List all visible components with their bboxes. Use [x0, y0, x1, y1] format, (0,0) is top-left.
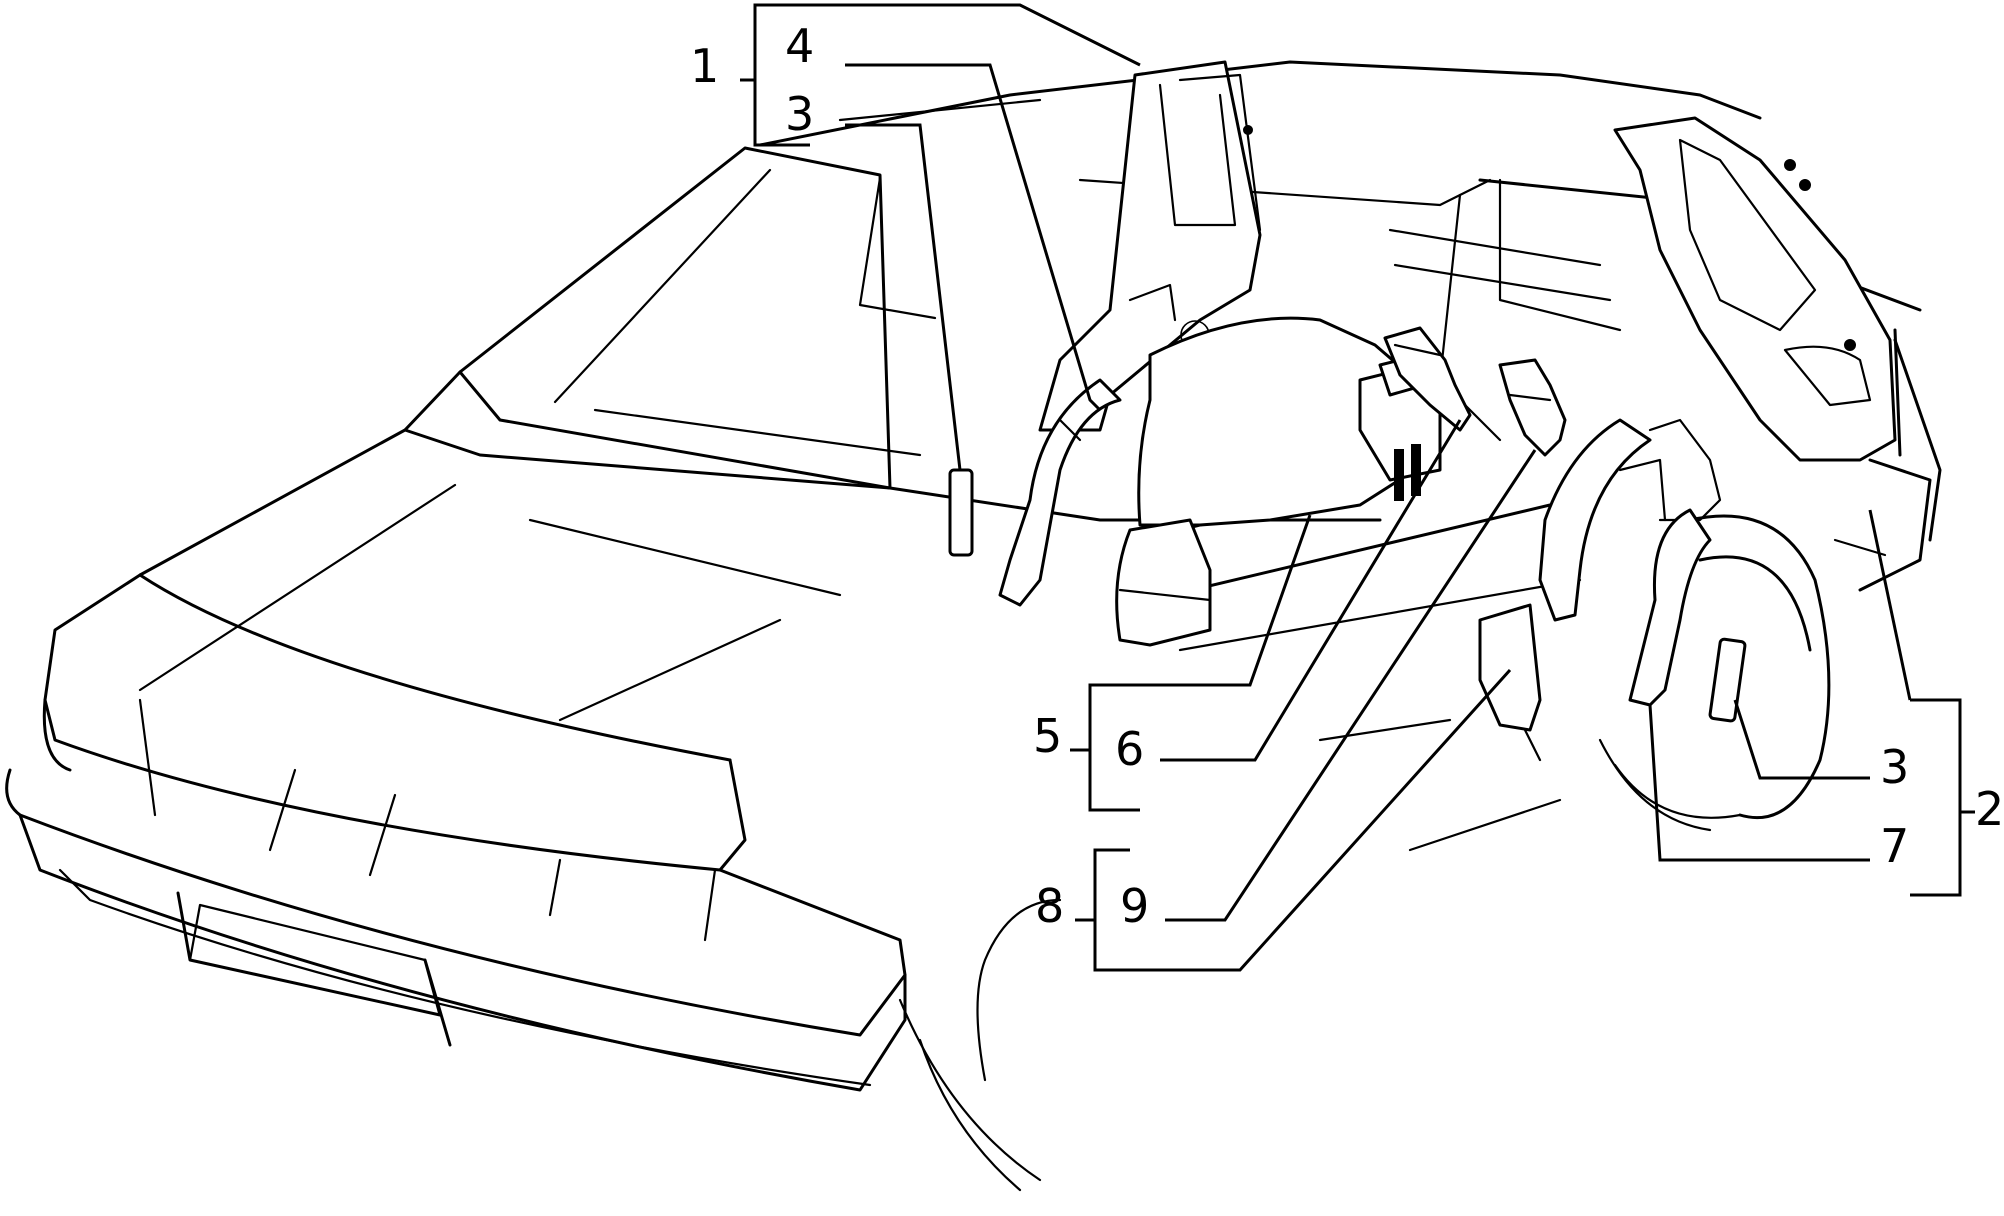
- hood: [138, 573, 732, 762]
- callout-8: 8: [1035, 879, 1064, 933]
- callout-3-top: 3: [785, 87, 814, 141]
- wheelhouse-part: [1115, 316, 1442, 647]
- license-plate: [176, 891, 452, 1047]
- callout-6: 6: [1115, 722, 1144, 776]
- callout-3-right: 3: [1880, 740, 1909, 794]
- leader-lines: [740, 3, 1975, 972]
- reinforcement-plate-3-front: [948, 468, 974, 557]
- callout-5: 5: [1033, 709, 1062, 763]
- bracket-part-9: [1498, 358, 1567, 457]
- callout-2: 2: [1975, 782, 2004, 836]
- bracket-part-6: [1383, 326, 1472, 432]
- front-bumper: [5, 768, 907, 1037]
- rear-quarter-part: [1613, 116, 1897, 462]
- rear-wheel: [1688, 514, 1831, 820]
- windshield: [458, 146, 892, 490]
- callout-7: 7: [1880, 819, 1909, 873]
- car-body-outline: [5, 60, 1942, 1192]
- front-inner-arch-part: [998, 378, 1122, 607]
- callout-4: 4: [785, 19, 814, 73]
- rear-fender-lining-part: [1628, 508, 1712, 707]
- callout-labels: 1 4 3 5 6 8 9 3 7 2: [690, 19, 2004, 933]
- front-wheel: [898, 998, 1042, 1182]
- callout-1: 1: [690, 39, 719, 93]
- callout-9: 9: [1120, 879, 1149, 933]
- reinforcement-plate-3-rear: [1708, 637, 1747, 723]
